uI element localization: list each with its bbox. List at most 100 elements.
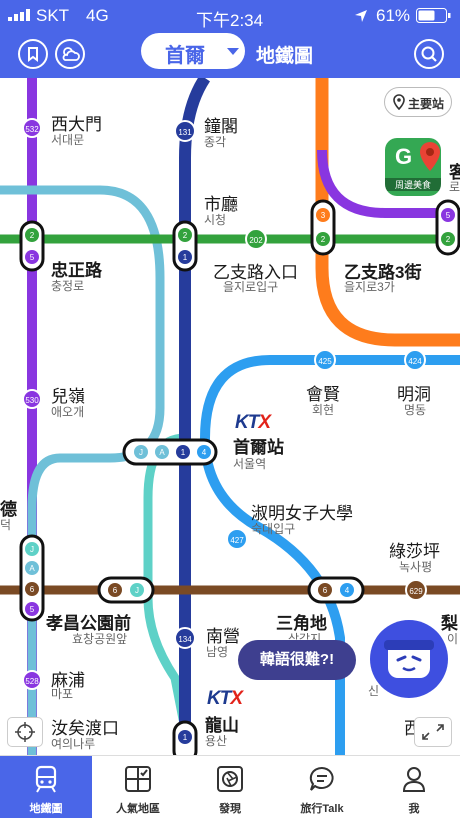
station-label[interactable]: 麻浦	[51, 671, 85, 690]
station-label[interactable]: 兒嶺	[51, 387, 85, 406]
station-label[interactable]: 淑明女子大學	[251, 504, 353, 523]
transfer-samgakji[interactable]: 6 4	[307, 576, 365, 604]
ktx-logo: KTX	[235, 412, 271, 433]
svg-text:5: 5	[30, 253, 35, 262]
station-label[interactable]: 綠莎坪	[389, 542, 440, 561]
svg-text:5: 5	[446, 211, 451, 220]
station-label[interactable]: 汝矣渡口	[51, 719, 119, 738]
page-title: 地鐵圖	[256, 46, 314, 67]
bot-face-icon	[384, 640, 434, 678]
station-label[interactable]: 首爾站	[233, 438, 284, 457]
svg-text:424: 424	[408, 357, 422, 366]
tab-travel-talk[interactable]: 旅行Talk	[276, 756, 368, 818]
station-sublabel: 서울역	[233, 457, 267, 471]
station-dot-myeongdong[interactable]	[404, 349, 426, 371]
station-sublabel: 명동	[404, 403, 427, 417]
map-grid-icon	[125, 766, 151, 792]
bookmark-button[interactable]	[18, 39, 48, 69]
tab-label: 人氣地區	[116, 803, 160, 815]
station-label[interactable]: 明洞	[397, 385, 431, 404]
svg-text:A: A	[29, 564, 35, 573]
station-label[interactable]: 南營	[206, 627, 240, 646]
station-label[interactable]: 鐘閣	[204, 117, 238, 136]
city-selector[interactable]: 首爾	[141, 33, 245, 69]
station-sublabel: 남영	[206, 645, 229, 659]
tab-discover[interactable]: 發現	[184, 756, 276, 818]
station-sublabel: 서대문	[51, 133, 85, 147]
station-label[interactable]: 西大門	[51, 115, 102, 134]
transfer-cityhall[interactable]: 2 1	[172, 220, 198, 272]
transfer-gongdeok[interactable]: J A 6 5	[19, 534, 45, 622]
station-sublabel: 애오개	[51, 405, 85, 419]
transfer-chungjeongno[interactable]: 2 5	[19, 220, 45, 272]
locate-me-button[interactable]	[7, 717, 43, 747]
svg-text:427: 427	[230, 536, 244, 545]
svg-text:629: 629	[409, 587, 423, 596]
station-dot-mapo[interactable]	[22, 670, 42, 690]
station-label[interactable]: 龍山	[205, 716, 239, 735]
bookmark-icon	[28, 47, 38, 62]
station-sublabel: 시청	[204, 213, 227, 227]
city-name: 首爾	[165, 45, 205, 67]
google-maps-button[interactable]: G 周邊美食	[385, 138, 441, 196]
main-stations-button[interactable]: 主要站	[384, 87, 452, 117]
station-label[interactable]: 市廳	[204, 195, 238, 214]
battery-percent: 61%	[376, 6, 411, 25]
line-5-east	[317, 149, 460, 218]
clock: 下午2:34	[196, 11, 264, 30]
subway-lines: 532 131 202 530 425 424 427 629 134 528 …	[0, 78, 460, 755]
translator-bot-button[interactable]	[370, 620, 448, 698]
chat-icon	[309, 766, 334, 791]
station-sublabel: 숙대입구	[251, 522, 296, 536]
svg-text:J: J	[139, 448, 143, 457]
search-button[interactable]	[414, 39, 444, 69]
transfer-hyochang[interactable]: 6 J	[97, 576, 155, 604]
station-dot-seodaemun[interactable]	[22, 118, 42, 138]
chat-bubble[interactable]: 韓語很難?!	[238, 640, 356, 680]
transfer-euljiro3ga[interactable]: 3 2	[310, 199, 336, 256]
transfer-east-edge[interactable]: 5 2	[435, 199, 460, 256]
station-sublabel: 충정로	[51, 279, 85, 293]
tab-me[interactable]: 我	[368, 756, 460, 818]
svg-text:1: 1	[183, 253, 188, 262]
station-dot-jonggak[interactable]	[174, 120, 196, 142]
status-bar: SKT 4G 下午2:34 61%	[0, 0, 460, 30]
station-label[interactable]: 三角地	[276, 614, 327, 633]
svg-text:528: 528	[25, 677, 39, 686]
carrier: SKT	[36, 6, 70, 25]
station-label[interactable]: 乙支路入口	[213, 263, 298, 282]
location-pin-icon	[393, 94, 405, 110]
line-1	[179, 78, 211, 755]
subway-map[interactable]: 532 131 202 530 425 424 427 629 134 528 …	[0, 78, 460, 755]
station-label[interactable]: 孝昌公園前	[46, 614, 131, 633]
line-3	[315, 78, 460, 347]
weather-button[interactable]	[55, 39, 85, 69]
station-dot-hoehyeon[interactable]	[314, 349, 336, 371]
edge-sublabel: 신	[368, 684, 380, 698]
weather-cloud-icon	[62, 47, 80, 61]
svg-text:425: 425	[318, 357, 332, 366]
station-label[interactable]: 乙支路3街	[344, 263, 422, 282]
station-dot-aeogae[interactable]	[22, 389, 42, 409]
svg-text:2: 2	[30, 231, 35, 240]
svg-text:6: 6	[323, 586, 328, 595]
edge-label: 梨	[441, 614, 458, 633]
station-label[interactable]: 會賢	[306, 385, 340, 404]
station-label[interactable]: 忠正路	[51, 261, 102, 280]
station-dot-euljiro1[interactable]	[245, 228, 267, 250]
station-sublabel: 을지로입구	[223, 280, 279, 294]
svg-text:5: 5	[30, 605, 35, 614]
station-dot-sookmyung[interactable]	[226, 528, 248, 550]
tab-label: 我	[408, 803, 420, 815]
station-sublabel: 효창공원앞	[72, 632, 128, 646]
transfer-seoul-station[interactable]: J A 1 4	[122, 438, 218, 466]
tab-popular-areas[interactable]: 人氣地區	[92, 756, 184, 818]
svg-text:2: 2	[183, 231, 188, 240]
tab-bar: 地鐵圖 人氣地區 發現 旅行Talk 我	[0, 755, 460, 818]
station-dot-namyeong[interactable]	[174, 627, 196, 649]
edge-label: 客	[449, 163, 460, 182]
expand-map-button[interactable]	[414, 717, 452, 747]
transfer-yongsan[interactable]: 1	[172, 720, 198, 755]
tab-subway-map[interactable]: 地鐵圖	[0, 756, 92, 818]
station-dot-noksapyeong[interactable]	[405, 579, 427, 601]
